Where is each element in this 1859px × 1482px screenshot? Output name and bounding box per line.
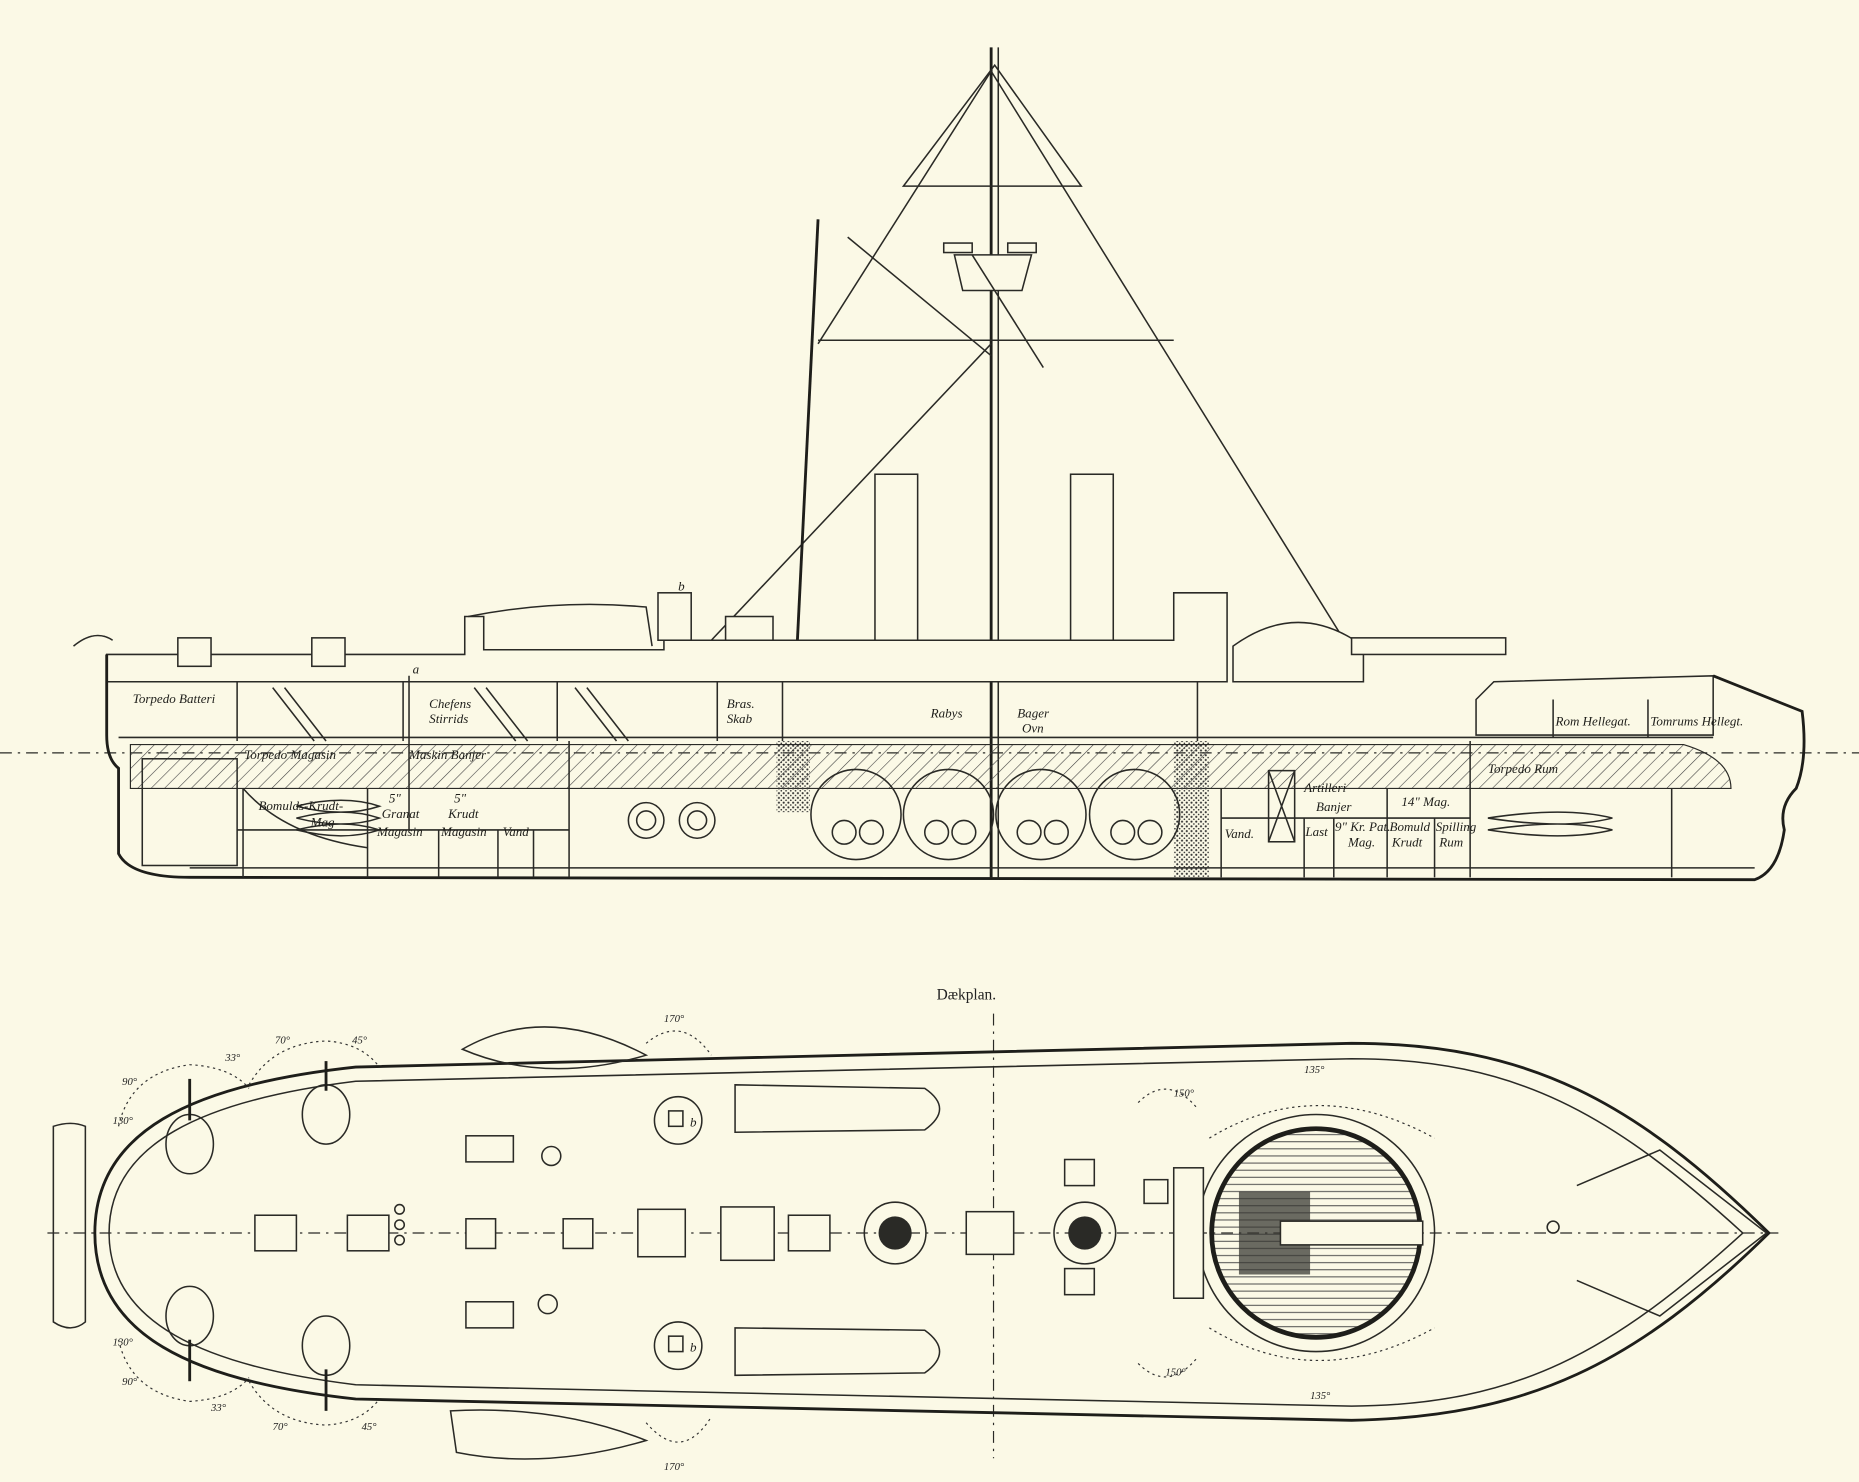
label-bomuld: Bomuld xyxy=(1390,819,1431,834)
derrick xyxy=(795,219,820,655)
label-bomuld-2: Krudt xyxy=(1391,835,1423,850)
compartment-lines xyxy=(141,675,1673,878)
label-chefens: Chefens xyxy=(429,696,471,711)
label-14-mag: 14" Mag. xyxy=(1401,794,1450,809)
label-artilleri-2: Banjer xyxy=(1316,799,1352,814)
fighting-top xyxy=(953,254,1033,292)
armoured-deck xyxy=(129,743,1732,790)
label-krudt-2: Magasin xyxy=(440,824,487,839)
rudder xyxy=(52,1122,87,1329)
label-rom-hellegat: Rom Hellegat. xyxy=(1554,714,1630,729)
angle-label: 70° xyxy=(273,1421,289,1433)
hull xyxy=(105,654,1806,882)
angle-label: 90° xyxy=(122,1376,138,1388)
angle-label: 70° xyxy=(275,1034,291,1046)
angle-label: 150° xyxy=(1165,1366,1186,1378)
coal-bunker xyxy=(776,741,810,813)
secondary-guns xyxy=(117,1030,1435,1443)
angle-label: 170° xyxy=(664,1461,685,1473)
label-torpedo-batteri: Torpedo Batteri xyxy=(133,691,216,706)
label-granat-2: Magasin xyxy=(376,824,423,839)
deck-outline xyxy=(93,1041,1771,1422)
main-turret xyxy=(1232,621,1365,683)
searchlight-b xyxy=(657,592,692,641)
funnel-aft-plan xyxy=(1053,1201,1117,1265)
funnel-fore xyxy=(874,473,919,653)
funnel-fore-plan xyxy=(863,1201,927,1265)
training-arc-labels: 90° 33° 70° 45° 170° 130° 150° 135° 130°… xyxy=(113,1013,1331,1473)
label-kr-pat-2: Mag. xyxy=(1347,835,1375,850)
boilers xyxy=(296,768,1613,861)
side-profile: Torpedo Batteri a b Chefens Stirrids Bra… xyxy=(0,47,1859,882)
compartment-labels: Torpedo Batteri a b Chefens Stirrids Bra… xyxy=(133,578,1743,849)
angle-label: 130° xyxy=(113,1115,134,1127)
main-turret-plan xyxy=(1143,1113,1436,1353)
label-chefens-2: Stirrids xyxy=(429,711,468,726)
label-krudt-cal: 5" xyxy=(454,791,467,806)
deck-marker-b-bottom: b xyxy=(690,1340,697,1355)
angle-label: 135° xyxy=(1304,1064,1325,1076)
label-tomrums-hellegat: Tomrums Hellegt. xyxy=(1650,714,1743,729)
label-artilleri: Artilleri xyxy=(1303,780,1346,795)
marker-a: a xyxy=(413,661,420,676)
deck-marker-b-top: b xyxy=(690,1114,697,1129)
angle-label: 33° xyxy=(210,1402,227,1414)
funnel-aft xyxy=(1069,473,1115,653)
angle-label: 170° xyxy=(664,1013,685,1025)
label-rabys: Rabys xyxy=(930,705,963,720)
marker-b: b xyxy=(678,578,685,593)
label-torpedo-rum: Torpedo Rum xyxy=(1488,761,1558,776)
label-granat-cal: 5" xyxy=(389,791,402,806)
hatches xyxy=(254,1095,1560,1371)
label-bager: Bager xyxy=(1017,705,1050,720)
angle-label: 45° xyxy=(352,1034,368,1046)
superstructure xyxy=(73,592,1714,736)
angle-label: 130° xyxy=(113,1337,134,1349)
angle-label: 33° xyxy=(224,1052,241,1064)
label-bras-2: Skab xyxy=(727,711,753,726)
label-bager-2: Ovn xyxy=(1022,721,1044,736)
angle-label: 135° xyxy=(1310,1390,1331,1402)
deckplan-title: Dækplan. xyxy=(937,986,996,1003)
boats xyxy=(449,1026,941,1460)
label-spilling-2: Rum xyxy=(1438,835,1463,850)
label-last: Last xyxy=(1304,824,1328,839)
main-gun-barrel xyxy=(1350,637,1507,656)
label-kr-pat: 9" Kr. Pat. xyxy=(1335,819,1390,834)
label-bomulds-2: Mag xyxy=(310,814,335,829)
mast xyxy=(710,47,1353,878)
label-vand-fore: Vand xyxy=(503,824,530,839)
label-spilling: Spilling xyxy=(1436,819,1477,834)
label-granat: Granat xyxy=(382,806,420,821)
label-krudt: Krudt xyxy=(447,806,479,821)
angle-label: 45° xyxy=(362,1421,378,1433)
label-bras: Bras. xyxy=(727,696,755,711)
angle-label: 90° xyxy=(122,1076,138,1088)
deck-plan: Dækplan. xyxy=(47,986,1779,1473)
label-vand-aft: Vand. xyxy=(1225,826,1254,841)
label-bomulds: Bomulds-Krudt- xyxy=(258,798,343,813)
label-torpedo-magasin: Torpedo Magasin xyxy=(244,747,336,762)
label-maskin-banjer: Maskin Banjer xyxy=(408,747,487,762)
angle-label: 150° xyxy=(1174,1088,1195,1100)
